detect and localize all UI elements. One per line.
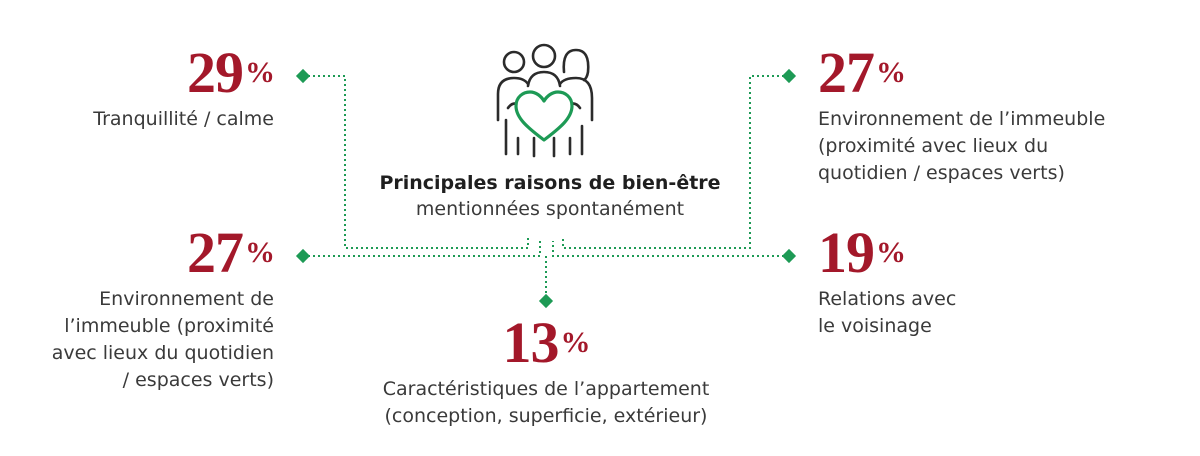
- diagram-title-sub: mentionnées spontanément: [415, 198, 685, 220]
- stat-label: Caractéristiques de l’appartement (conce…: [382, 378, 710, 427]
- stat-top-right: 27% Environnement de l’immeuble (proximi…: [818, 44, 1148, 187]
- diagram-title: Principales raisons de bien-être mention…: [360, 170, 740, 222]
- stat-label: Environnement de l’immeuble (proximité a…: [818, 108, 1106, 184]
- connector-top-right: [562, 75, 789, 249]
- stat-mid-left: 27% Environnement de l’immeuble (proximi…: [0, 220, 275, 394]
- connector-dot-bottom: [538, 293, 554, 309]
- stat-value: 27%: [818, 40, 906, 105]
- connector-mid-left: [303, 241, 541, 257]
- stat-label: Environnement de l’immeuble (proximité a…: [51, 288, 274, 391]
- stat-value: 13%: [502, 310, 591, 375]
- connector-dot-top-right: [781, 68, 797, 84]
- stat-mid-right: 19% Relations avec le voisinage: [818, 224, 1118, 340]
- stat-label: Tranquillité / calme: [93, 108, 274, 130]
- stat-value: 29%: [187, 40, 275, 105]
- stat-value: 27%: [187, 220, 275, 285]
- diagram-title-main: Principales raisons de bien-être: [379, 172, 721, 194]
- connector-top-left: [303, 75, 529, 249]
- connector-dot-top-left: [295, 68, 311, 84]
- stat-bottom-center: 13% Caractéristiques de l’appartement (c…: [346, 314, 746, 430]
- connector-dot-mid-right: [781, 248, 797, 264]
- connector-dot-mid-left: [295, 248, 311, 264]
- stat-value: 19%: [818, 220, 906, 285]
- connector-mid-right: [552, 241, 789, 257]
- people-heart-icon: [496, 43, 594, 158]
- stat-top-left: 29% Tranquillité / calme: [14, 40, 275, 133]
- heart-icon: [514, 90, 574, 142]
- stat-label: Relations avec le voisinage: [818, 288, 957, 337]
